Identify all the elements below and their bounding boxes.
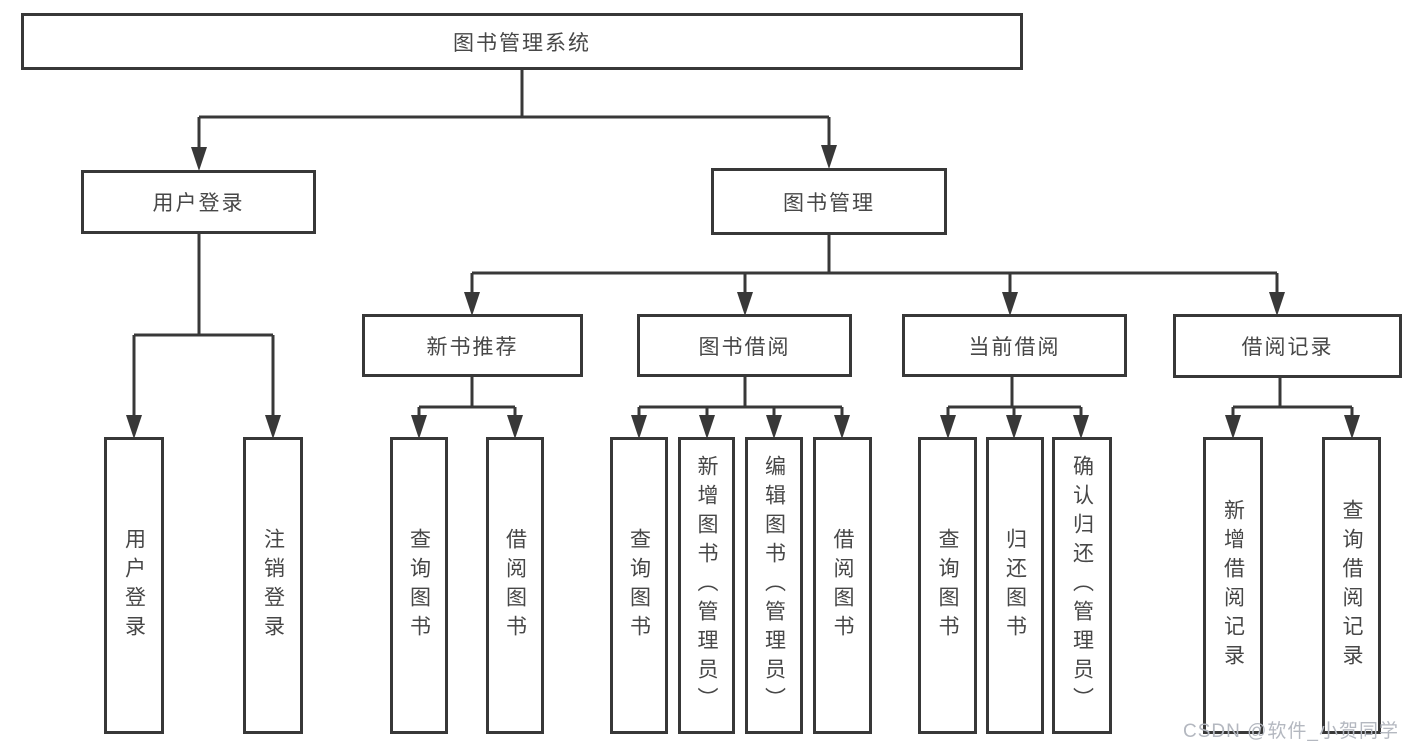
leaf-query-books-borrowing: 查询图书 [610,437,668,734]
node-label: 新增借阅记录 [1221,498,1245,673]
leaf-confirm-return-admin: 确认归还（管理员） [1052,437,1112,734]
leaf-add-books-admin: 新增图书（管理员） [678,437,735,734]
node-label: 借阅图书 [831,527,854,644]
node-label: 查询图书 [627,527,651,644]
leaf-edit-books-admin: 编辑图书（管理员） [745,437,803,734]
csdn-watermark: CSDN @软件_小贺同学 [1183,721,1399,742]
node-label: 图书借阅 [698,335,791,359]
leaf-query-borrow-record: 查询借阅记录 [1322,437,1381,734]
node-label: 新增图书（管理员） [695,455,718,716]
node-label: 查询借阅记录 [1340,498,1363,673]
leaf-return-books: 归还图书 [986,437,1044,734]
node-label: 确认归还（管理员） [1070,455,1094,716]
leaf-borrow-books-recommend: 借阅图书 [486,437,544,734]
node-label: 用户登录 [122,527,146,644]
node-root-library-system: 图书管理系统 [21,13,1023,70]
node-label: 借阅记录 [1241,336,1334,359]
node-book-borrowing: 图书借阅 [637,314,852,377]
node-new-book-recommendation: 新书推荐 [362,314,583,377]
node-label: 新书推荐 [426,335,519,359]
node-borrowing-records: 借阅记录 [1173,314,1402,378]
node-label: 编辑图书（管理员） [762,455,786,716]
node-label: 查询图书 [936,527,959,644]
leaf-borrow-books-borrowing: 借阅图书 [813,437,872,734]
node-label: 图书管理 [783,191,875,215]
leaf-user-login: 用户登录 [104,437,164,734]
node-label: 当前借阅 [968,335,1061,359]
node-label: 用户登录 [152,192,245,215]
leaf-query-books-recommend: 查询图书 [390,437,448,734]
node-current-borrowing: 当前借阅 [902,314,1127,377]
node-label: 查询图书 [407,527,431,644]
node-label: 注销登录 [261,527,285,644]
leaf-logout: 注销登录 [243,437,303,734]
node-label: 借阅图书 [503,527,527,644]
leaf-add-borrow-record: 新增借阅记录 [1203,437,1263,734]
node-book-management: 图书管理 [711,168,947,235]
node-user-login: 用户登录 [81,170,316,234]
node-label: 图书管理系统 [453,31,591,55]
node-label: 归还图书 [1003,527,1027,644]
leaf-query-books-current: 查询图书 [918,437,977,734]
